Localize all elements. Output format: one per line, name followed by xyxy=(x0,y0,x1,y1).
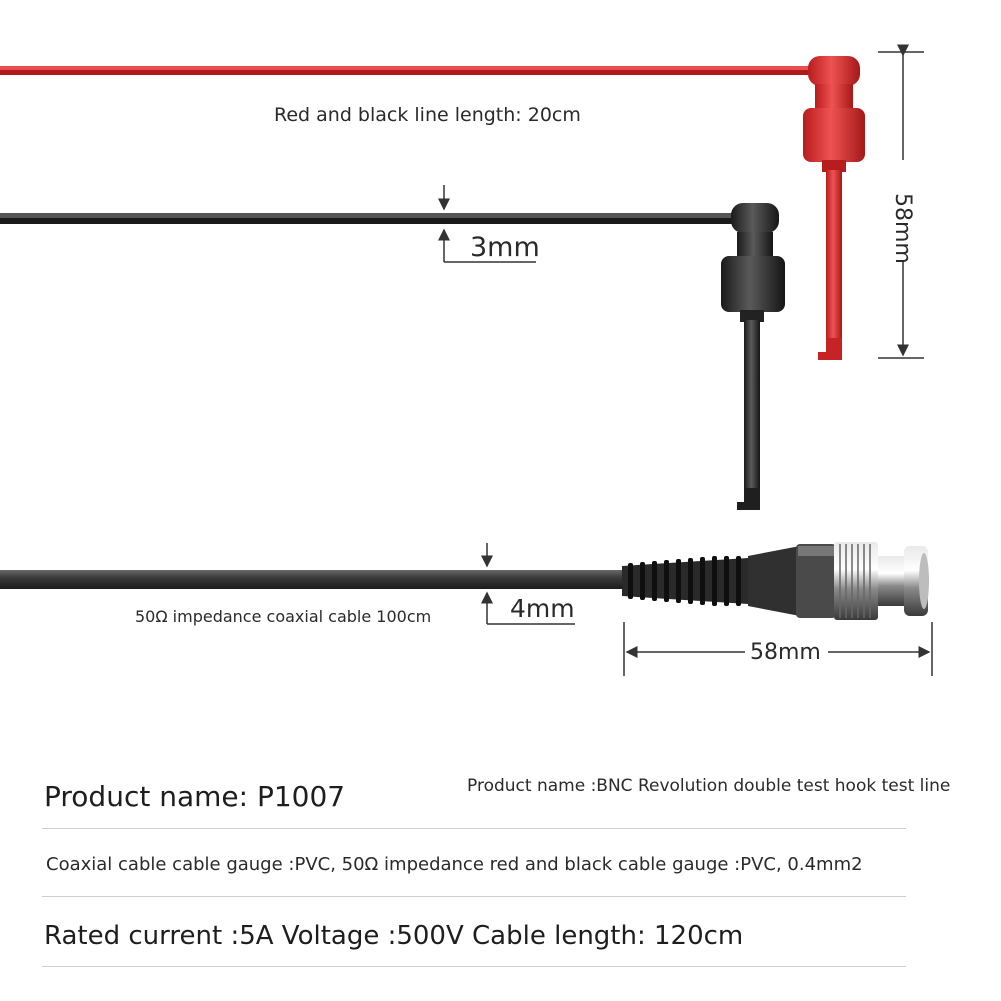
cable-gauge: Coaxial cable cable gauge :PVC, 50Ω impe… xyxy=(46,854,863,875)
coax-cable-label: 50Ω impedance coaxial cable 100cm xyxy=(135,607,432,626)
dimension-3mm xyxy=(438,185,536,263)
rating: Rated current :5A Voltage :500V Cable le… xyxy=(44,921,744,951)
hook-height-label: 58mm xyxy=(890,193,915,264)
black-wire xyxy=(0,213,740,218)
red-test-hook xyxy=(0,56,865,360)
black-thickness-label: 3mm xyxy=(470,232,540,263)
divider xyxy=(42,828,906,829)
bnc-coax-cable xyxy=(0,542,929,620)
bnc-length-label: 58mm xyxy=(750,640,821,665)
red-black-length-label: Red and black line length: 20cm xyxy=(274,104,581,126)
black-test-hook xyxy=(0,203,785,510)
product-name: Product name: P1007 xyxy=(44,780,346,813)
dimension-4mm xyxy=(481,543,575,625)
coax-wire xyxy=(0,570,630,589)
coax-thickness-label: 4mm xyxy=(510,594,575,623)
product-full-name: Product name :BNC Revolution double test… xyxy=(467,776,951,796)
product-diagram xyxy=(0,44,933,676)
dimension-58mm-vertical xyxy=(878,44,924,359)
divider xyxy=(42,896,906,897)
divider xyxy=(42,966,906,967)
dimension-58mm-horizontal xyxy=(623,622,933,676)
